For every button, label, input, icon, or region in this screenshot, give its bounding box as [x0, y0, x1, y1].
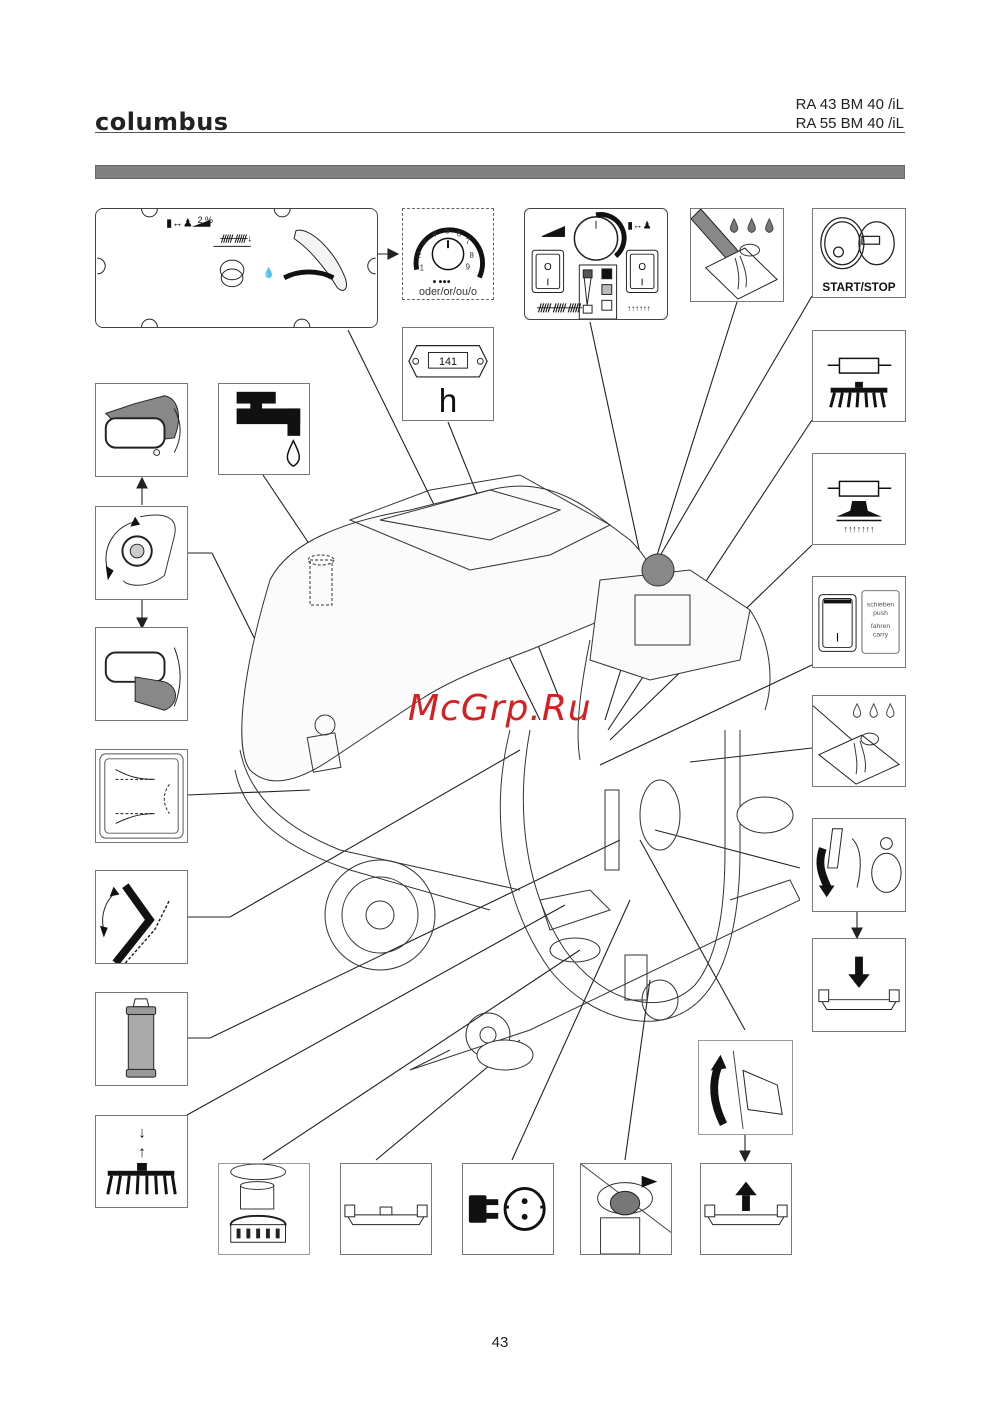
brush-rotate-down-panel	[95, 627, 188, 721]
filter-cartridge-panel	[95, 992, 188, 1086]
start-stop-panel: START/STOP	[812, 208, 906, 298]
suction-fuse-panel: ↑↑↑↑↑↑↑	[812, 453, 906, 545]
header-rule	[95, 132, 905, 133]
suction-switch-on: I	[641, 278, 644, 289]
dial-tick-5: 5	[445, 226, 450, 235]
dial-tick-4: 4	[432, 229, 437, 238]
squeegee-lower-lever-panel	[812, 818, 906, 912]
dial-tick-8: 8	[470, 251, 474, 260]
water-tap-panel	[218, 383, 310, 475]
dial-tick-1: 1	[420, 264, 424, 273]
brush-pressure-panel: ↓↑	[95, 1115, 188, 1208]
svg-text:ᚏᚏ↓: ᚏᚏ↓	[219, 233, 252, 244]
brush-switch-off: O	[544, 262, 552, 273]
dial-caption: oder/or/ou/o	[419, 286, 477, 298]
handle-tilt-panel	[95, 870, 188, 964]
push-label-de: schieben	[867, 601, 895, 608]
section-bar	[95, 165, 905, 179]
squeegee-raise-lever-panel	[698, 1040, 793, 1135]
drive-switch-on: I	[836, 632, 839, 645]
filter-assembly-panel	[218, 1163, 310, 1255]
squeegee-knob-panel	[580, 1163, 672, 1255]
dosing-dial-panel: 1 2 3 4 5 6 7 8 9 ● ●●● oder/or/ou/o	[402, 208, 494, 300]
hour-meter-display: 141	[439, 356, 457, 368]
dial-tick-9: 9	[466, 263, 470, 272]
dosing-control-panel: 2 % ▮↔♟ ᚏᚏ↓ 💧	[95, 208, 378, 328]
svg-text:● ●●●: ● ●●●	[432, 278, 450, 285]
svg-text:↓: ↓	[138, 1125, 146, 1142]
drive-mode-switch-panel: I schieben push fahren carry	[812, 576, 906, 668]
brand-logo: columbus	[95, 108, 229, 136]
start-stop-label[interactable]: START/STOP	[822, 281, 895, 294]
power-plug-socket-panel	[462, 1163, 554, 1255]
dial-tick-7: 7	[466, 237, 470, 246]
dial-tick-3: 3	[422, 238, 426, 247]
svg-text:↑↑↑↑↑↑↑: ↑↑↑↑↑↑↑	[844, 524, 875, 534]
squeegee-adjust-panel	[95, 749, 188, 843]
hour-unit: h	[439, 383, 458, 420]
svg-text:↑↑↑↑↑↑: ↑↑↑↑↑↑	[627, 304, 651, 313]
page-number: 43	[491, 1334, 509, 1351]
carry-label-en: carry	[873, 632, 889, 639]
slope-label: 2 %	[198, 215, 213, 225]
clean-water-drops-panel	[812, 695, 906, 787]
squeegee-lower-panel	[812, 938, 906, 1032]
svg-text:💧: 💧	[263, 267, 275, 279]
push-label-en: push	[873, 610, 888, 617]
main-control-panel: O I O I ᚏᚏᚏ ↑↑↑↑↑↑ ▮↔♟	[524, 208, 668, 320]
detergent-drops-panel	[690, 208, 784, 302]
hour-meter-panel: 141 h	[402, 327, 494, 421]
svg-text:▮↔♟: ▮↔♟	[166, 218, 192, 230]
dial-tick-6: 6	[457, 229, 461, 238]
carry-label-de: fahren	[871, 623, 891, 630]
model-line-1: RA 43 BM 40 /iL	[795, 96, 904, 113]
scrubber-machine-drawing	[234, 474, 800, 1071]
brush-release-panel	[95, 506, 188, 600]
svg-text:ᚏᚏᚏ: ᚏᚏᚏ	[536, 302, 583, 314]
model-line-2: RA 55 BM 40 /iL	[795, 115, 904, 132]
brush-fuse-panel	[812, 330, 906, 422]
squeegee-panel	[340, 1163, 432, 1255]
dial-tick-2: 2	[417, 251, 421, 260]
suction-switch-off: O	[638, 262, 646, 273]
brush-rotate-up-panel	[95, 383, 188, 477]
svg-text:↑: ↑	[138, 1144, 146, 1161]
svg-text:▮↔♟: ▮↔♟	[627, 221, 651, 232]
squeegee-raise-panel	[700, 1163, 792, 1255]
brush-switch-on: I	[547, 278, 550, 289]
watermark: McGrp.Ru	[408, 688, 592, 729]
